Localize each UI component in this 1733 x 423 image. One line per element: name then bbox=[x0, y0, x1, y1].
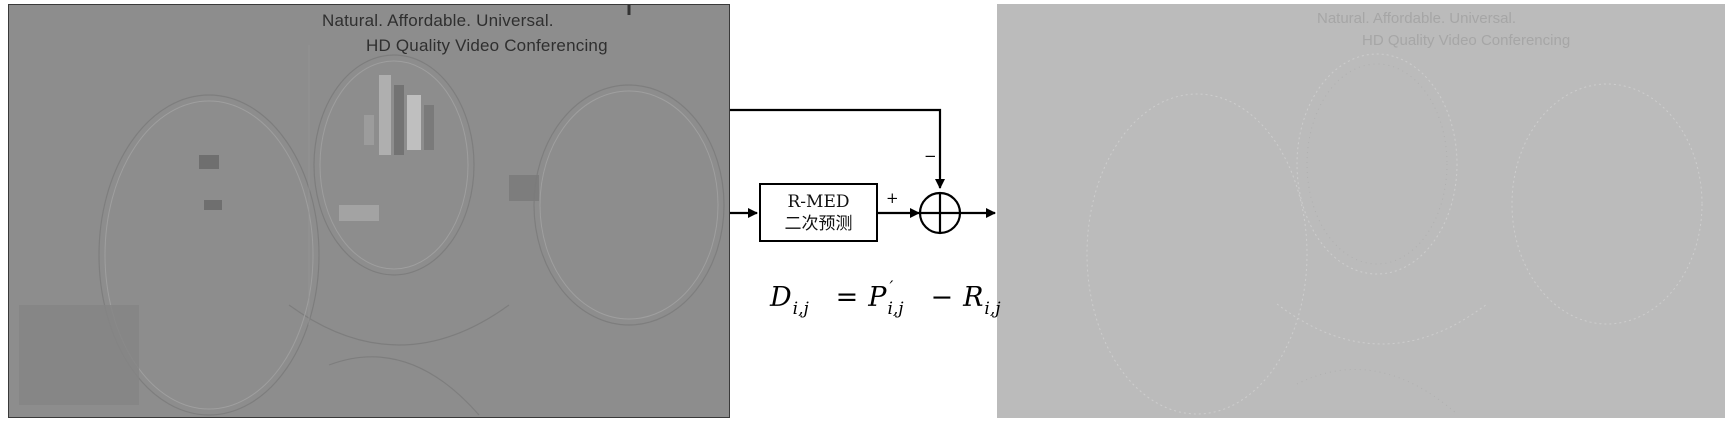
subtraction-node bbox=[918, 191, 962, 235]
plus-sign: + bbox=[886, 189, 899, 207]
input-residual-image: Natural. Affordable. Universal. HD Quali… bbox=[8, 4, 730, 418]
formula-equals: = bbox=[835, 282, 859, 313]
formula-p-term: P′i,j bbox=[868, 278, 904, 319]
center-face-contour bbox=[313, 54, 475, 276]
right-face-contour bbox=[533, 84, 725, 326]
banner-text-line1: Natural. Affordable. Universal. bbox=[322, 11, 554, 30]
residual-texture-left bbox=[19, 5, 725, 416]
top-path-arrow bbox=[730, 108, 945, 189]
banner-text-line2: HD Quality Video Conferencing bbox=[1362, 32, 1571, 49]
block-label-line2: 二次预测 bbox=[784, 213, 853, 234]
banner-text-line1: Natural. Affordable. Universal. bbox=[1317, 10, 1516, 27]
output-residual-image: Natural. Affordable. Universal. HD Quali… bbox=[997, 4, 1725, 418]
block-label-line1: R-MED bbox=[787, 191, 850, 212]
formula-minus: − bbox=[930, 282, 954, 313]
banner-text-line2: HD Quality Video Conferencing bbox=[366, 36, 608, 55]
shoulder-contour bbox=[288, 304, 510, 346]
minus-sign: − bbox=[924, 147, 937, 165]
residual-texture-right bbox=[1086, 53, 1703, 415]
left-face-contour bbox=[98, 94, 320, 416]
rmed-prediction-block: R-MED 二次预测 bbox=[759, 183, 878, 242]
